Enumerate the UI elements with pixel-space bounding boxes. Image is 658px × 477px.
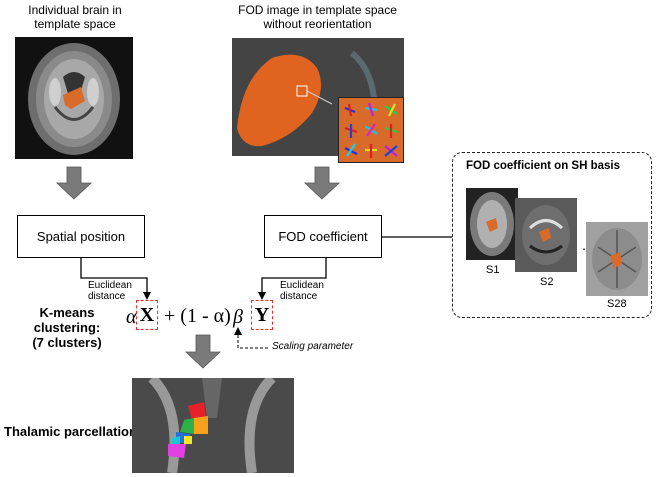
spatial-position-label: Spatial position — [36, 229, 126, 244]
fod-coefficient-label: FOD coefficient — [278, 229, 368, 244]
down-arrow-bottom — [184, 334, 222, 369]
individual-brain-image — [15, 37, 133, 159]
equation-y: Y — [251, 300, 273, 330]
sh-image-s2 — [515, 198, 577, 272]
euclidean-label-right: Euclidean distance — [280, 280, 324, 302]
equation-alpha: α — [126, 306, 137, 328]
sh-label-s1: S1 — [486, 264, 500, 276]
fod-glyph-inset — [338, 97, 404, 163]
caption-line: without reorientation — [263, 17, 372, 31]
kmeans-line: (7 clusters) — [32, 335, 102, 350]
sh-image-s1 — [466, 188, 518, 260]
fod-coefficient-box: FOD coefficient — [264, 215, 382, 258]
sh-image-s28 — [586, 222, 648, 296]
spatial-position-box: Spatial position — [17, 215, 145, 258]
euclid-line: Euclidean — [280, 280, 324, 291]
equation-plus: + (1 - α) — [164, 305, 231, 328]
equation-beta: β — [233, 306, 243, 328]
sh-basis-panel — [452, 152, 652, 318]
individual-brain-caption: Individual brain in template space — [20, 3, 130, 31]
kmeans-label: K-means clustering: (7 clusters) — [6, 305, 128, 350]
caption-line: FOD image in template space — [238, 3, 397, 17]
equation-x: X — [136, 300, 158, 330]
kmeans-line: K-means clustering: — [33, 305, 101, 335]
euclid-line: distance — [280, 291, 318, 302]
euclid-line: distance — [88, 291, 126, 302]
sh-panel-title: FOD coefficient on SH basis — [466, 160, 620, 172]
equation-plus-text: + (1 - α) — [164, 305, 231, 327]
euclidean-label-left: Euclidean distance — [88, 280, 132, 302]
sh-label-s2: S2 — [540, 276, 554, 288]
down-arrow-right — [303, 166, 341, 200]
thalamic-parcellation-image — [132, 378, 294, 473]
thalamic-parcellation-label: Thalamic parcellation — [4, 424, 137, 439]
scaling-parameter-label: Scaling parameter — [272, 341, 354, 352]
fod-image-caption: FOD image in template space without reor… — [225, 3, 410, 31]
caption-line: Individual brain in — [28, 3, 122, 17]
down-arrow-left — [55, 166, 93, 200]
euclid-line: Euclidean — [88, 280, 132, 291]
sh-label-s28: S28 — [607, 298, 627, 310]
caption-line: template space — [34, 17, 116, 31]
